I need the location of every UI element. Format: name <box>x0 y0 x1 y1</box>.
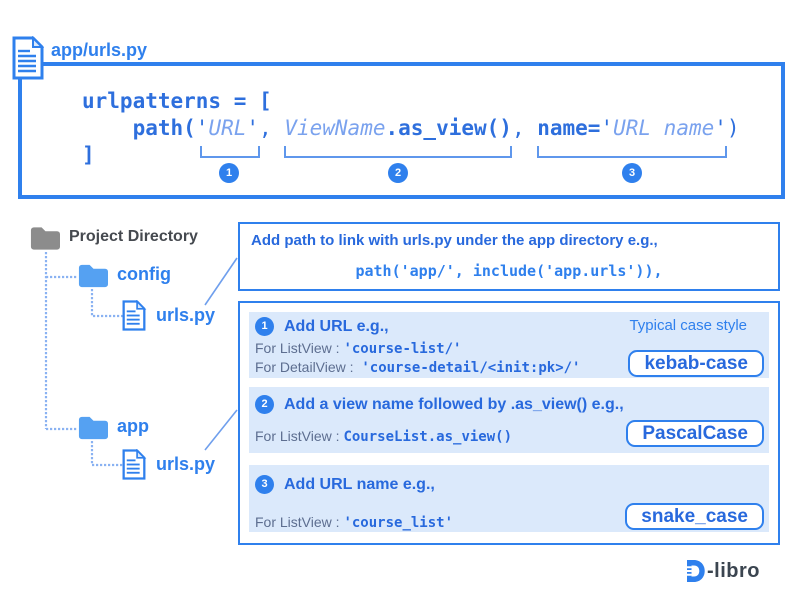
code-box: urlpatterns = [ path('URL', ViewName.as_… <box>18 62 785 199</box>
code-snippet: urlpatterns = [ path('URL', ViewName.as_… <box>82 88 740 169</box>
underbrace-name <box>537 146 727 158</box>
code-line-3: ] <box>82 143 95 167</box>
marker-badge-3: 3 <box>622 163 642 183</box>
tree-label-config-urls: urls.py <box>156 305 216 325</box>
folder-icon-blue <box>78 416 108 440</box>
underbrace-url <box>200 146 260 158</box>
tree-item-config-folder: config <box>77 261 171 288</box>
marker-badge-1: 1 <box>219 163 239 183</box>
include-path-heading: Add path to link with urls.py under the … <box>251 232 658 249</box>
file-icon <box>122 449 147 480</box>
tree-label-app: app <box>117 416 150 436</box>
listview-urlname-example: For ListView : 'course_list' <box>255 514 454 531</box>
listview-url-example: For ListView : 'course-list/' <box>255 340 462 357</box>
detailview-url-example: For DetailView : 'course-detail/<init:pk… <box>255 359 581 376</box>
tree-item-app-urls: urls.py <box>122 449 215 480</box>
tree-label-config: config <box>117 264 171 284</box>
tree-label-app-urls: urls.py <box>156 454 216 474</box>
code-file-header: app/urls.py <box>12 36 147 80</box>
dlibro-logo-icon <box>681 560 705 582</box>
typical-case-style-label: Typical case style <box>629 317 747 334</box>
section-3-title: Add URL name e.g., <box>284 475 435 493</box>
section-2-heading-row: 2 Add a view name followed by .as_view()… <box>255 395 624 414</box>
case-pill-kebab: kebab-case <box>628 350 764 377</box>
section-badge-1: 1 <box>255 317 274 336</box>
url-parts-box: 1 Add URL e.g., For ListView : 'course-l… <box>238 301 780 545</box>
tree-item-project-root: Project Directory <box>29 224 198 250</box>
section-add-url-name: 3 Add URL name e.g., For ListView : 'cou… <box>249 465 769 532</box>
tree-item-app-folder: app <box>77 413 149 440</box>
case-pill-pascal: PascalCase <box>626 420 764 447</box>
file-icon <box>12 36 44 80</box>
folder-icon-blue <box>78 264 108 288</box>
section-add-view-name: 2 Add a view name followed by .as_view()… <box>249 387 769 453</box>
marker-badge-2: 2 <box>388 163 408 183</box>
code-line-2: path('URL', ViewName.as_view(), name='UR… <box>132 116 740 140</box>
tree-item-config-urls: urls.py <box>122 300 215 331</box>
section-add-url: 1 Add URL e.g., For ListView : 'course-l… <box>249 312 769 378</box>
section-2-title: Add a view name followed by .as_view() e… <box>284 395 624 413</box>
folder-icon-gray <box>30 227 60 250</box>
section-1-heading-row: 1 Add URL e.g., <box>255 317 389 336</box>
underbrace-view <box>284 146 512 158</box>
dlibro-logo-text: -libro <box>707 559 760 582</box>
case-pill-snake: snake_case <box>625 503 764 530</box>
file-path-label: app/urls.py <box>51 40 148 60</box>
file-icon <box>122 300 147 331</box>
dlibro-logo: -libro <box>681 558 760 584</box>
section-badge-2: 2 <box>255 395 274 414</box>
section-badge-3: 3 <box>255 475 274 494</box>
section-1-title: Add URL e.g., <box>284 317 389 335</box>
listview-view-example: For ListView : CourseList.as_view() <box>255 428 513 445</box>
tree-label-project-directory: Project Directory <box>69 228 198 245</box>
include-path-code: path('app/', include('app.urls')), <box>355 262 663 280</box>
code-line-1: urlpatterns = [ <box>82 89 272 113</box>
include-path-box: Add path to link with urls.py under the … <box>238 222 780 291</box>
section-3-heading-row: 3 Add URL name e.g., <box>255 475 435 494</box>
